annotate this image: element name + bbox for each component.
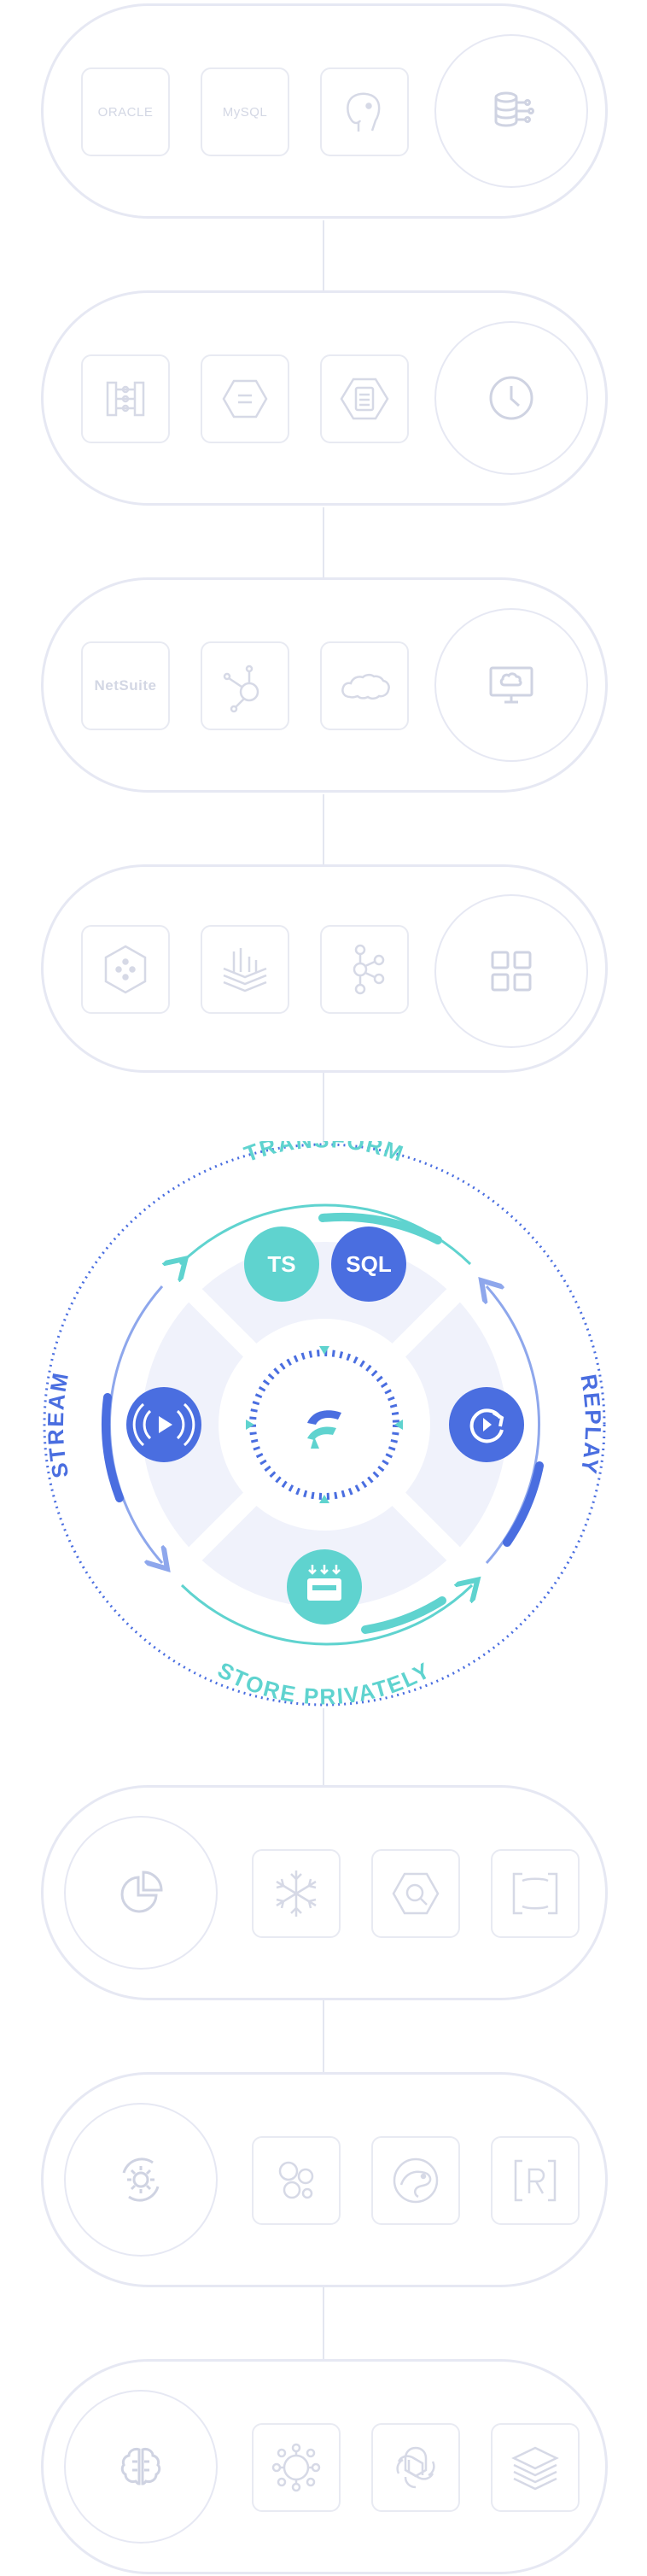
stream-label: STREAM	[43, 1369, 73, 1480]
brain-icon[interactable]	[64, 2390, 218, 2544]
estuary-hub-diagram: TS SQL TRANSFORM STORE PRIVATELY STREAM	[41, 1127, 608, 1709]
ai-network-icon[interactable]	[252, 2423, 341, 2512]
snowflake-icon[interactable]	[252, 1849, 341, 1938]
transform-arc-highlight	[318, 1212, 442, 1244]
connector-line	[323, 2000, 324, 2072]
connector-line	[323, 507, 324, 579]
netsuite-logo-icon[interactable]: NetSuite	[81, 641, 170, 730]
store-arc-highlight	[361, 1596, 446, 1634]
database-icon[interactable]	[434, 34, 588, 188]
ts-label: TS	[267, 1251, 295, 1277]
outer-dotted-ring	[43, 1143, 606, 1707]
tape-archive-icon[interactable]	[320, 354, 409, 443]
warehouse-chart-icon[interactable]	[201, 925, 289, 1014]
salesforce-cloud-icon[interactable]	[320, 641, 409, 730]
grid-apps-icon[interactable]	[434, 894, 588, 1048]
sql-badge[interactable]	[331, 1227, 406, 1302]
replay-label: REPLAY	[575, 1373, 606, 1477]
clock-icon[interactable]	[434, 321, 588, 475]
replay-icon[interactable]	[449, 1387, 524, 1462]
transform-label: TRANSFORM	[241, 1141, 408, 1167]
connector-line	[323, 1708, 324, 1785]
connector-line	[323, 1073, 324, 1145]
connector-line	[323, 2287, 324, 2359]
hexagon-dots-icon[interactable]	[81, 925, 170, 1014]
r-bracket-icon[interactable]	[491, 2136, 580, 2225]
stream-arc-highlight	[102, 1393, 124, 1502]
store-arc	[180, 1585, 472, 1646]
openai-knot-icon[interactable]	[371, 2423, 460, 2512]
source-group-databases: ORACLE MySQL	[41, 3, 608, 219]
oracle-logo-icon[interactable]: ORACLE	[81, 67, 170, 156]
ts-badge[interactable]	[244, 1227, 319, 1302]
hubspot-logo-icon[interactable]	[201, 641, 289, 730]
bigquery-hexagon-icon[interactable]	[371, 1849, 460, 1938]
cloud-monitor-icon[interactable]	[434, 608, 588, 762]
connector-bridge-icon[interactable]	[81, 354, 170, 443]
source-group-streaming	[41, 864, 608, 1073]
storage-box-icon[interactable]	[287, 1549, 362, 1625]
kafka-nodes-icon[interactable]	[320, 925, 409, 1014]
hexagon-equals-icon[interactable]	[201, 354, 289, 443]
destination-group-analytics	[41, 1785, 608, 2000]
store-privately-label: STORE PRIVATELY	[213, 1657, 435, 1708]
pie-chart-icon[interactable]	[64, 1816, 218, 1970]
circle-cluster-icon[interactable]	[252, 2136, 341, 2225]
bracket-frame-icon[interactable]	[491, 1849, 580, 1938]
connector-line	[323, 794, 324, 866]
estuary-logo-icon	[297, 1397, 352, 1452]
destination-group-ai	[41, 2359, 608, 2574]
source-group-saas: NetSuite	[41, 577, 608, 793]
broadcast-play-icon[interactable]	[126, 1387, 201, 1462]
layers-stack-icon[interactable]	[491, 2423, 580, 2512]
leopard-logo-icon[interactable]	[371, 2136, 460, 2225]
connector-line	[323, 220, 324, 292]
sql-label: SQL	[346, 1251, 392, 1277]
gear-cycle-icon[interactable]	[64, 2103, 218, 2257]
destination-group-operations	[41, 2072, 608, 2287]
replay-arc-highlight	[503, 1461, 544, 1547]
source-group-legacy	[41, 290, 608, 506]
mysql-logo-icon[interactable]: MySQL	[201, 67, 289, 156]
postgresql-elephant-icon[interactable]	[320, 67, 409, 156]
